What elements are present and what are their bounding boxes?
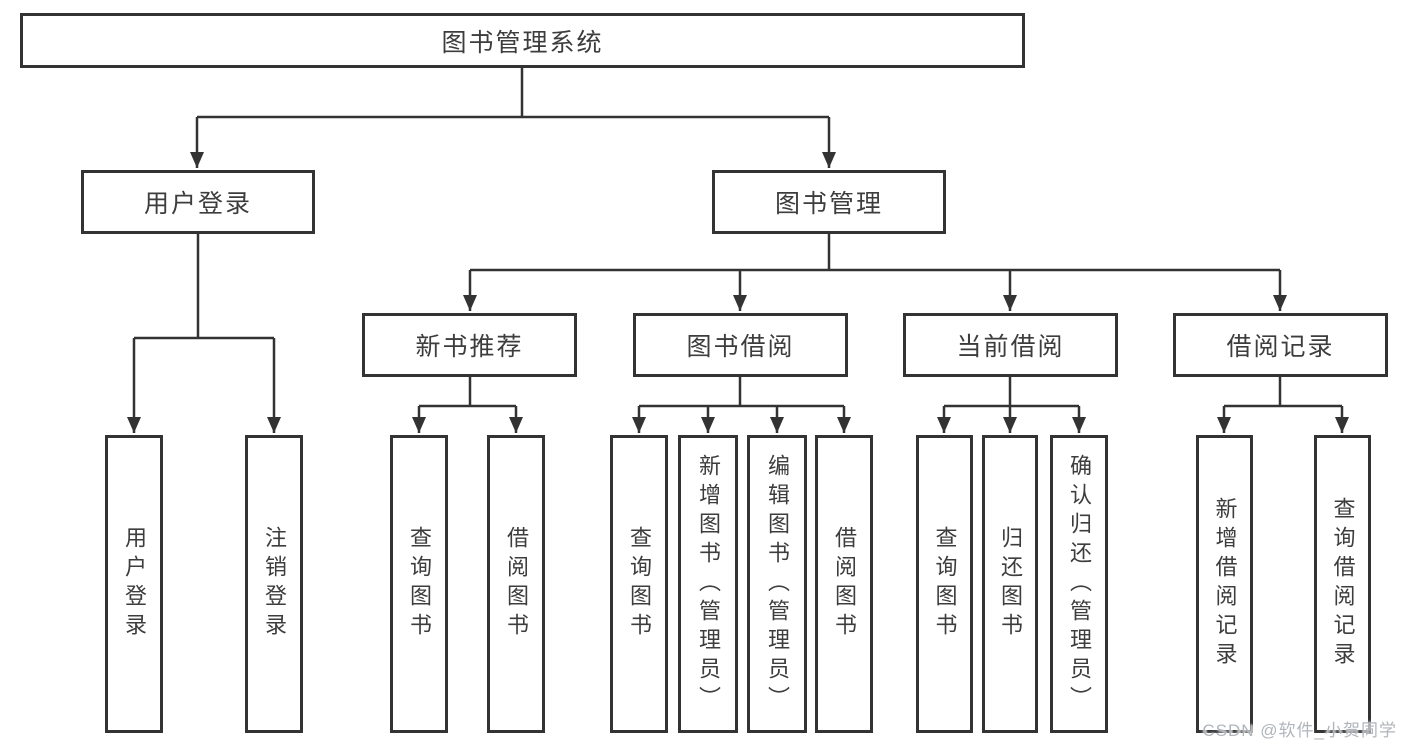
- leaf-label: 查询图书: [627, 526, 652, 642]
- node-label: 新书推荐: [415, 333, 524, 361]
- leaf-label: 确认归还（管理员）: [1067, 453, 1092, 715]
- leaf-confirm-return-admin: 确认归还（管理员）: [1050, 435, 1108, 733]
- leaf-borrow-books-recommend: 借阅图书: [487, 435, 545, 733]
- node-label: 图书管理系统: [441, 28, 604, 57]
- connector-book-borrow-split: [632, 377, 851, 433]
- connector-current-borrow-split: [937, 377, 1086, 433]
- node-current-borrow: 当前借阅: [903, 313, 1118, 377]
- leaf-query-books-current: 查询图书: [916, 435, 973, 733]
- node-library-system: 图书管理系统: [20, 13, 1025, 68]
- node-user-login: 用户登录: [81, 170, 315, 234]
- node-label: 用户登录: [143, 190, 252, 218]
- leaf-query-books-recommend: 查询图书: [390, 435, 448, 733]
- leaf-return-books: 归还图书: [982, 435, 1038, 733]
- node-label: 图书借阅: [686, 333, 795, 361]
- node-label: 借阅记录: [1226, 333, 1335, 361]
- node-label: 图书管理: [774, 190, 883, 218]
- node-new-book-recommend: 新书推荐: [362, 313, 577, 377]
- leaf-label: 借阅图书: [832, 526, 857, 642]
- leaf-label: 用户登录: [122, 526, 147, 642]
- connector-root-split: [190, 68, 836, 168]
- connector-user-login-split: [127, 234, 281, 433]
- leaf-user-login: 用户登录: [105, 435, 163, 733]
- leaf-label: 归还图书: [998, 526, 1023, 642]
- leaf-borrow-books: 借阅图书: [815, 435, 873, 733]
- leaf-label: 新增借阅记录: [1212, 497, 1238, 671]
- leaf-logout: 注销登录: [245, 435, 303, 733]
- node-book-borrow: 图书借阅: [633, 313, 848, 377]
- node-book-management: 图书管理: [712, 170, 946, 234]
- leaf-label: 查询图书: [932, 526, 958, 642]
- connector-borrow-records-split: [1217, 377, 1349, 433]
- leaf-label: 借阅图书: [504, 526, 529, 642]
- leaf-label: 新增图书（管理员）: [696, 453, 721, 715]
- leaf-label: 查询借阅记录: [1330, 497, 1356, 671]
- connector-new-books-split: [412, 377, 523, 433]
- csdn-watermark: CSDN @软件_小贺同学: [1202, 721, 1397, 740]
- leaf-label: 查询图书: [407, 526, 432, 642]
- leaf-add-borrow-record: 新增借阅记录: [1196, 435, 1253, 733]
- leaf-edit-books-admin: 编辑图书（管理员）: [747, 435, 807, 733]
- leaf-query-borrow-record: 查询借阅记录: [1314, 435, 1371, 733]
- leaf-add-books-admin: 新增图书（管理员）: [678, 435, 738, 733]
- leaf-label: 编辑图书（管理员）: [765, 453, 790, 715]
- node-borrow-records: 借阅记录: [1173, 313, 1388, 377]
- leaf-query-books: 查询图书: [610, 435, 668, 733]
- connector-book-mgmt-split: [463, 232, 1287, 311]
- leaf-label: 注销登录: [262, 526, 287, 642]
- node-label: 当前借阅: [956, 333, 1065, 361]
